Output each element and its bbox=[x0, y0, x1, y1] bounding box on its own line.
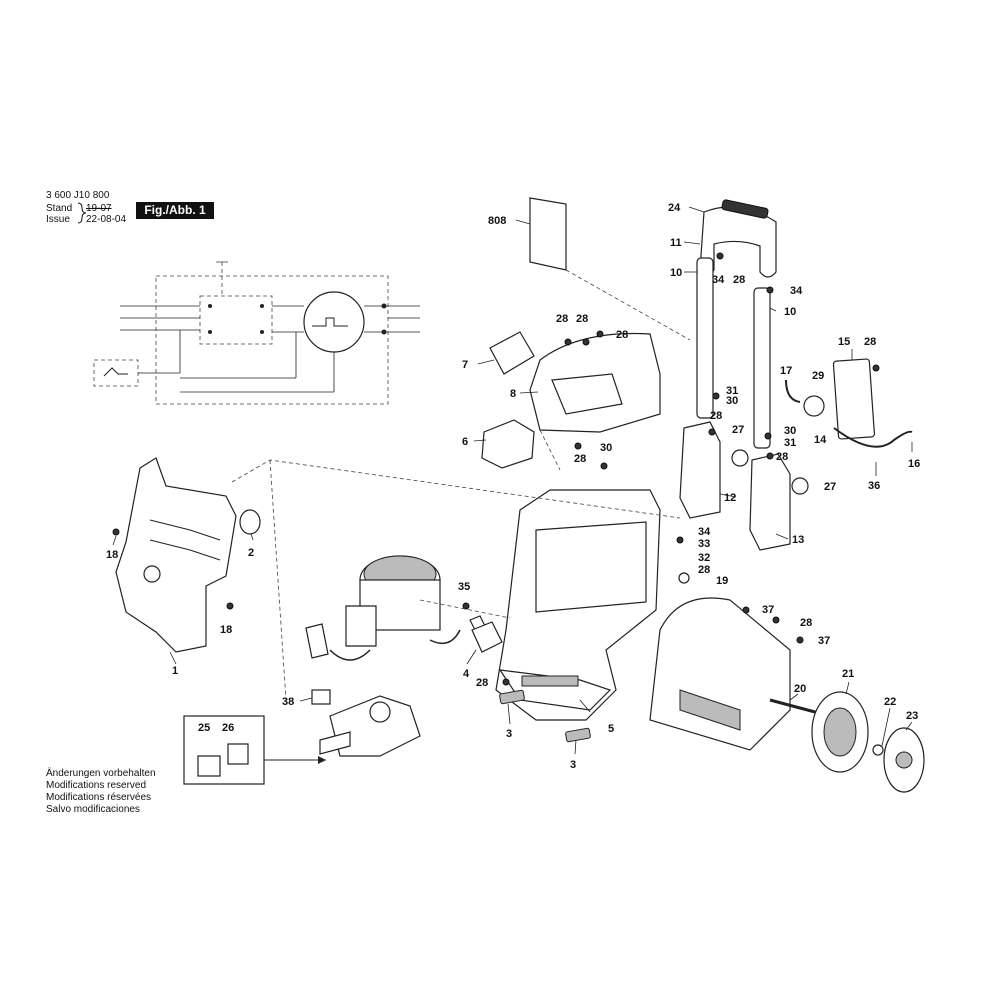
callout-26: 26 bbox=[222, 722, 234, 734]
callout-2: 2 bbox=[248, 547, 254, 559]
callout-30: 30 bbox=[726, 395, 738, 407]
callout-8: 8 bbox=[510, 388, 516, 400]
leader-lines bbox=[112, 206, 913, 755]
assembly-guides bbox=[231, 269, 691, 701]
callout-1: 1 bbox=[172, 665, 178, 677]
callout-18: 18 bbox=[106, 549, 118, 561]
stand-label: Stand bbox=[46, 203, 73, 214]
callout-30: 30 bbox=[784, 425, 796, 437]
motor-part bbox=[305, 555, 491, 661]
callout-28: 28 bbox=[698, 564, 710, 576]
callout-13: 13 bbox=[792, 534, 804, 546]
callout-28: 28 bbox=[476, 677, 488, 689]
callout-21: 21 bbox=[842, 668, 854, 680]
callout-6: 6 bbox=[462, 436, 468, 448]
wiring-diagram bbox=[93, 261, 420, 405]
note-german: Änderungen vorbehalten bbox=[46, 768, 156, 779]
callout-15: 15 bbox=[838, 336, 850, 348]
manual-sheet-part bbox=[515, 197, 567, 271]
callout-28: 28 bbox=[710, 410, 722, 422]
callout-7: 7 bbox=[462, 359, 468, 371]
wheel-assembly bbox=[769, 691, 925, 793]
callout-3: 3 bbox=[570, 759, 576, 771]
side-panels bbox=[679, 421, 809, 551]
housing-frame-part bbox=[495, 489, 661, 721]
callout-24: 24 bbox=[668, 202, 681, 214]
callout-28: 28 bbox=[733, 274, 745, 286]
top-cover-part bbox=[481, 331, 661, 469]
document-number: 3 600 J10 800 bbox=[46, 190, 110, 201]
callout-38: 38 bbox=[282, 696, 294, 708]
callout-29: 29 bbox=[812, 370, 824, 382]
callout-28: 28 bbox=[556, 313, 568, 325]
callout-33: 33 bbox=[698, 538, 710, 550]
issue-date: 22-08-04 bbox=[86, 214, 127, 225]
inset-detail-box bbox=[183, 715, 326, 785]
callout-3: 3 bbox=[506, 728, 512, 740]
base-part bbox=[649, 597, 791, 751]
callout-5: 5 bbox=[608, 723, 614, 735]
callout-19: 19 bbox=[716, 575, 728, 587]
callout-17: 17 bbox=[780, 365, 792, 377]
callout-35: 35 bbox=[458, 581, 470, 593]
callout-4: 4 bbox=[463, 668, 470, 680]
callout-11: 11 bbox=[670, 237, 682, 249]
callout-808: 808 bbox=[488, 215, 506, 227]
note-french: Modifications réservées bbox=[46, 792, 152, 803]
callout-34: 34 bbox=[698, 526, 711, 538]
note-spanish: Salvo modificaciones bbox=[46, 804, 140, 815]
modification-notes: Änderungen vorbehalten Modifications res… bbox=[46, 768, 156, 816]
callout-16: 16 bbox=[908, 458, 920, 470]
callout-31: 31 bbox=[726, 385, 738, 397]
callout-20: 20 bbox=[794, 683, 806, 695]
callout-14: 14 bbox=[814, 434, 827, 446]
callout-32: 32 bbox=[698, 552, 710, 564]
callout-22: 22 bbox=[884, 696, 896, 708]
callout-28: 28 bbox=[864, 336, 876, 348]
callout-10: 10 bbox=[784, 306, 796, 318]
callout-28: 28 bbox=[576, 313, 588, 325]
callout-30: 30 bbox=[600, 442, 612, 454]
handle-assembly bbox=[696, 199, 777, 449]
callout-31: 31 bbox=[784, 437, 796, 449]
figure-label: Fig./Abb. 1 bbox=[136, 202, 214, 219]
callout-27: 27 bbox=[824, 481, 836, 493]
callout-37: 37 bbox=[762, 604, 774, 616]
callout-28: 28 bbox=[574, 453, 586, 465]
small-parts-3-4 bbox=[471, 621, 591, 743]
callout-12: 12 bbox=[724, 492, 736, 504]
stand-date: 19-07 bbox=[86, 203, 112, 214]
callout-28: 28 bbox=[800, 617, 812, 629]
callout-37: 37 bbox=[818, 635, 830, 647]
callout-27: 27 bbox=[732, 424, 744, 436]
issue-label: Issue bbox=[46, 214, 70, 225]
callout-10: 10 bbox=[670, 267, 682, 279]
callout-23: 23 bbox=[906, 710, 918, 722]
front-cover-part bbox=[115, 457, 261, 653]
pump-part bbox=[311, 689, 421, 757]
note-english: Modifications reserved bbox=[46, 780, 147, 791]
callout-34: 34 bbox=[712, 274, 725, 286]
callout-36: 36 bbox=[868, 480, 880, 492]
callout-34: 34 bbox=[790, 285, 803, 297]
callout-28: 28 bbox=[776, 451, 788, 463]
screws bbox=[112, 252, 880, 686]
callout-18: 18 bbox=[220, 624, 232, 636]
callout-28: 28 bbox=[616, 329, 628, 341]
callout-labels: 808 24 11 10 34 28 34 10 28 28 28 7 8 31… bbox=[106, 202, 920, 771]
hose-connector-parts bbox=[785, 358, 913, 448]
callout-25: 25 bbox=[198, 722, 210, 734]
